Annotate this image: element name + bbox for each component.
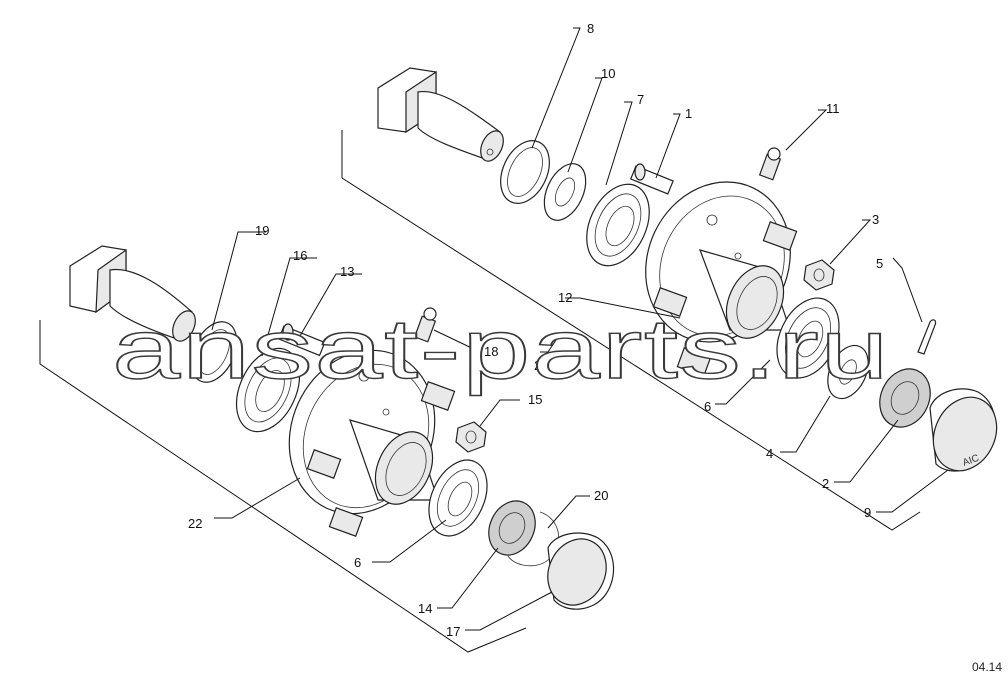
callout-8: 8 bbox=[587, 21, 594, 36]
callout-3: 3 bbox=[872, 212, 879, 227]
lower-hub-cap bbox=[547, 532, 615, 610]
lower-hex-nut bbox=[455, 421, 487, 453]
callout-4: 4 bbox=[766, 446, 773, 461]
callout-14: 14 bbox=[418, 601, 432, 616]
callout-17: 17 bbox=[446, 624, 460, 639]
cap-marking: AIC bbox=[961, 453, 980, 469]
callout-9: 9 bbox=[864, 505, 871, 520]
upper-outer-bearing bbox=[776, 297, 840, 379]
lower-spindle bbox=[69, 245, 196, 342]
callout-5: 5 bbox=[876, 256, 883, 271]
callout-13: 13 bbox=[340, 264, 354, 279]
callout-6-upper: 6 bbox=[704, 399, 711, 414]
lower-inner-bearing bbox=[235, 347, 301, 433]
callout-22: 22 bbox=[188, 516, 202, 531]
upper-seal-ring bbox=[500, 140, 550, 204]
upper-castle-nut bbox=[879, 368, 931, 428]
callout-19: 19 bbox=[255, 223, 269, 238]
lower-axis-line bbox=[39, 320, 527, 653]
lower-seal-ring bbox=[190, 321, 238, 383]
callout-2: 2 bbox=[822, 476, 829, 491]
callout-7: 7 bbox=[637, 92, 644, 107]
callout-15: 15 bbox=[528, 392, 542, 407]
upper-spindle bbox=[377, 67, 504, 162]
callout-12: 12 bbox=[558, 290, 572, 305]
lower-castle-nut bbox=[488, 500, 536, 556]
lower-grease-nipple bbox=[413, 307, 437, 343]
upper-grease-nipple bbox=[758, 147, 782, 181]
upper-hex-nut bbox=[803, 259, 835, 291]
upper-assembly: AIC bbox=[341, 67, 998, 531]
lower-wheel-stud bbox=[277, 323, 326, 357]
upper-inner-bearing bbox=[586, 183, 650, 267]
callout-1: 1 bbox=[685, 106, 692, 121]
lower-assembly bbox=[39, 245, 615, 653]
lower-hub-bolts bbox=[306, 381, 456, 537]
callout-labels: 8 10 7 1 11 3 5 12 6 4 2 9 19 16 13 18 2… bbox=[188, 21, 883, 639]
upper-axis-line bbox=[341, 130, 921, 531]
callout-20: 20 bbox=[594, 488, 608, 503]
callout-21: 21 bbox=[534, 358, 548, 373]
callout-16: 16 bbox=[293, 248, 307, 263]
upper-hub-cap: AIC bbox=[929, 388, 998, 472]
upper-washer bbox=[543, 163, 587, 221]
upper-cotter-pin bbox=[917, 319, 937, 355]
lower-snap-ring bbox=[507, 511, 560, 567]
upper-hub-bolts bbox=[652, 221, 798, 377]
watermark-text: ansat-parts.ru bbox=[112, 302, 890, 396]
callout-10: 10 bbox=[601, 66, 615, 81]
lower-outer-bearing bbox=[428, 459, 488, 537]
leader-lines bbox=[211, 27, 949, 631]
upper-thrust-washer bbox=[827, 344, 869, 400]
upper-wheel-stud bbox=[629, 163, 674, 195]
callout-6-lower: 6 bbox=[354, 555, 361, 570]
callout-18: 18 bbox=[484, 344, 498, 359]
page-number: 04.14 bbox=[971, 660, 1002, 674]
callout-11: 11 bbox=[826, 101, 840, 116]
